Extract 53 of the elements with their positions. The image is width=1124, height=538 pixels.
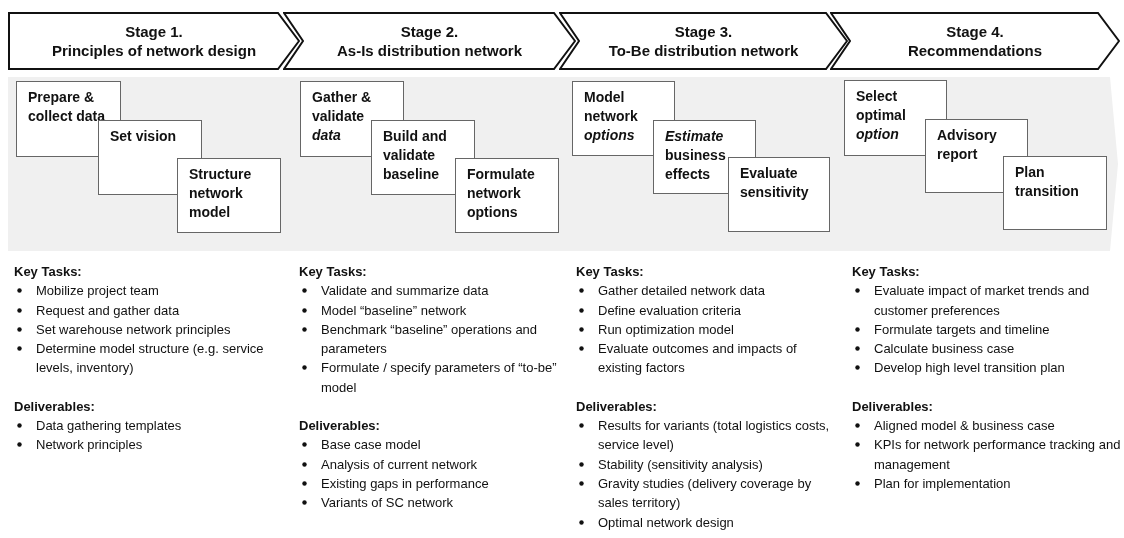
section-heading: Key Tasks: xyxy=(852,263,921,281)
stage-number: Stage 3. xyxy=(674,22,733,41)
section-heading: Deliverables: xyxy=(576,397,658,416)
stage-title: To-Be distribution network xyxy=(608,41,799,60)
list-item: Aligned model & business case xyxy=(874,418,1055,434)
list-item: Calculate business case xyxy=(874,341,1015,357)
stage-banner xyxy=(830,12,1120,70)
list-item: Data gathering templates xyxy=(36,418,182,434)
list-item: Base case model xyxy=(321,437,421,453)
list-item: Variants of SC network xyxy=(321,495,453,511)
stage-banner xyxy=(283,12,576,70)
list-item: Gravity studies (delivery coverage by sales territory) xyxy=(598,475,812,511)
list-item: KPIs for network performance tracking and management xyxy=(874,437,1121,472)
stage-banner xyxy=(8,12,300,70)
list-item: Mobilize project team xyxy=(36,283,159,299)
stage-title: As-Is distribution network xyxy=(337,41,522,60)
list-item: Stability (sensitivity analysis) xyxy=(598,456,763,472)
list-item: Results for variants (total logistics costs, service level) xyxy=(598,418,830,453)
list-item: Model “baseline” network xyxy=(321,302,467,318)
list-item: Request and gather data xyxy=(36,302,180,318)
section-heading: Deliverables: xyxy=(14,397,96,416)
stage-number: Stage 4. xyxy=(946,22,1004,41)
list-item: Evaluate outcomes and impacts of existing factors xyxy=(598,341,797,376)
list-item: Evaluate impact of market trends and customer preferences xyxy=(874,283,1090,318)
step-box: Formulate network options xyxy=(455,158,559,233)
list-item: Develop high level transition plan xyxy=(874,360,1065,376)
list-item: Gather detailed network data xyxy=(598,283,765,299)
step-box: Structure network model xyxy=(177,158,281,233)
list-item: Optimal network design xyxy=(598,514,734,530)
section-heading: Key Tasks: xyxy=(299,263,368,281)
section-heading: Deliverables: xyxy=(852,397,934,416)
step-box: Plan transition xyxy=(1003,156,1107,230)
stage-number: Stage 2. xyxy=(400,22,459,41)
section-heading: Key Tasks: xyxy=(14,263,83,281)
step-box: Evaluate sensitivity xyxy=(728,157,830,232)
section-heading: Key Tasks: xyxy=(576,263,645,281)
list-item: Run optimization model xyxy=(598,321,734,337)
stage-title: Recommendations xyxy=(907,41,1043,60)
list-item: Validate and summarize data xyxy=(321,283,489,299)
list-item: Network principles xyxy=(36,437,143,453)
stage-number: Stage 1. xyxy=(125,22,183,41)
list-item: Define evaluation criteria xyxy=(598,302,742,318)
stage-title: Principles of network design xyxy=(51,41,257,60)
list-item: Determine model structure (e.g. service levels, inventory) xyxy=(36,341,264,376)
list-item: Set warehouse network principles xyxy=(36,321,231,337)
list-item: Plan for implementation xyxy=(874,475,1011,491)
section-heading: Deliverables: xyxy=(299,417,381,436)
list-item: Analysis of current network xyxy=(321,456,478,472)
stage-banner xyxy=(559,12,848,70)
list-item: Existing gaps in performance xyxy=(321,475,489,491)
list-item: Formulate / specify parameters of “to-be” model xyxy=(321,360,557,395)
list-item: Formulate targets and timeline xyxy=(874,321,1050,337)
list-item: Benchmark “baseline” operations and parameters xyxy=(321,321,538,357)
